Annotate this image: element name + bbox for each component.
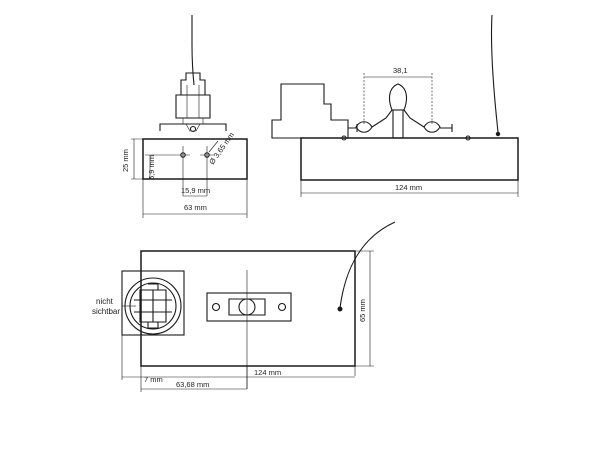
top-height-label: 65 mm <box>358 299 367 322</box>
top-view: nicht sichtbar 65 mm 124 mm 63,68 mm 7 m… <box>92 221 396 392</box>
top-center-offset-label: 63,68 mm <box>176 380 209 389</box>
front-wire <box>191 15 195 86</box>
front-hole-diameter-label: Ø 3,65 mm <box>207 131 236 167</box>
front-height-label: 25 mm <box>121 149 130 172</box>
side-lamp <box>371 83 425 128</box>
top-small-offset-label: 7 mm <box>144 375 163 384</box>
top-wire <box>339 221 396 309</box>
side-socket-section <box>271 83 349 139</box>
side-length-label: 124 mm <box>395 183 422 192</box>
hidden-note-line-2: sichtbar <box>92 307 120 316</box>
top-plate <box>140 250 356 367</box>
front-socket <box>180 72 206 95</box>
hidden-note-line-1: nicht <box>96 297 114 306</box>
side-view: 38,1 124 mm <box>271 14 519 197</box>
top-length-label: 124 mm <box>254 368 281 377</box>
front-base <box>142 138 248 180</box>
front-hole-spacing-label: 15,9 mm <box>181 186 210 195</box>
side-wire <box>490 14 499 133</box>
front-width-label: 63 mm <box>184 203 207 212</box>
top-bracket <box>206 292 292 322</box>
front-hole-offset-label: 5,9 mm <box>147 155 156 180</box>
side-center-spacing-label: 38,1 <box>393 66 408 75</box>
top-socket-square <box>121 270 185 336</box>
side-base <box>300 137 519 181</box>
front-view: Ø 3,65 mm 25 mm 5,9 mm 15,9 mm 63 mm <box>121 15 248 218</box>
